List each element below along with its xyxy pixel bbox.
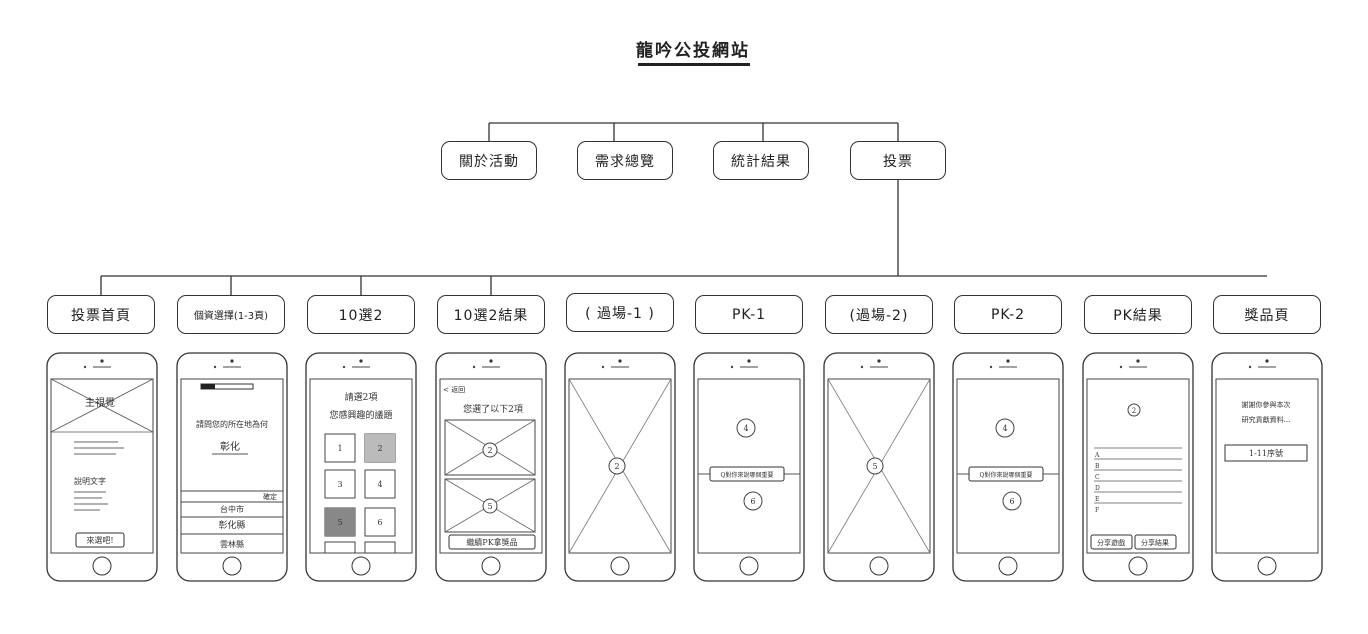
back-label: < 返回 xyxy=(443,386,465,394)
result-heading: 您選了以下2項 xyxy=(463,403,523,415)
title-underline xyxy=(638,63,750,66)
node-vote: 投票 xyxy=(850,141,946,180)
page-node-vote-home: 投票首頁 xyxy=(47,295,155,334)
rank-row: A xyxy=(1094,452,1100,459)
pick-line2: 您感興趣的議題 xyxy=(329,409,392,421)
rank-row: E xyxy=(1095,496,1099,503)
phone-sketch-pk-2: 4 Q對你來說哪個重要 6 xyxy=(952,352,1064,582)
page-node-profile: 個資選擇(1-3頁) xyxy=(177,295,285,334)
number-label: 5 xyxy=(872,462,877,471)
phone-sketch-pick: 請選2項 您感興趣的議題 1 2 3 4 5 6 xyxy=(305,352,417,582)
option-label: 彰化縣 xyxy=(218,519,245,531)
page-node-transition-2: (過場-2) xyxy=(825,295,933,334)
node-label: 10選2 xyxy=(338,307,384,324)
node-label: 需求總覽 xyxy=(595,153,655,170)
question-label: 請問您的所在地為何 xyxy=(196,419,268,429)
phone-sketch-profile: 請問您的所在地為何 彰化 確定 台中市 彰化縣 雲林縣 xyxy=(176,352,288,582)
node-label: PK-2 xyxy=(990,306,1026,323)
node-label: 關於活動 xyxy=(459,153,519,170)
option-b-label: 6 xyxy=(1009,497,1014,506)
node-requirements: 需求總覽 xyxy=(577,141,673,180)
node-label: 10選2結果 xyxy=(453,307,529,324)
node-statistics: 統計結果 xyxy=(713,141,809,180)
node-about: 關於活動 xyxy=(441,141,537,180)
cell-label: 1 xyxy=(337,444,342,453)
rank-row: C xyxy=(1095,474,1100,481)
pick-line1: 請選2項 xyxy=(345,391,378,403)
node-label: 投票 xyxy=(883,153,913,170)
node-label: 獎品頁 xyxy=(1244,307,1290,324)
cell-label: 2 xyxy=(377,444,382,453)
answer-label: 彰化 xyxy=(220,440,240,453)
phone-sketch-pick-result: < 返回 您選了以下2項 2 5 繼續PK拿獎品 xyxy=(435,352,547,582)
rank-row: D xyxy=(1095,485,1100,492)
vs-question: Q對你來說哪個重要 xyxy=(980,471,1033,479)
desc-label: 說明文字 xyxy=(74,476,106,486)
page-node-pk-result: PK結果 xyxy=(1084,295,1192,334)
phone-sketch-pk-result: 2 A B C D E F 分享遊戲 分享結果 xyxy=(1082,352,1194,582)
option-a-label: 4 xyxy=(743,424,748,433)
selected-label: 2 xyxy=(487,446,492,455)
phone-sketch-pk-1: 4 Q對你來說哪個重要 6 xyxy=(693,352,805,582)
page-node-prize: 獎品頁 xyxy=(1213,295,1321,334)
option-b-label: 6 xyxy=(750,497,755,506)
option-label: 台中市 xyxy=(220,504,244,514)
phone-sketch-transition-2: 5 xyxy=(823,352,935,582)
number-label: 2 xyxy=(614,462,619,471)
node-label: PK-1 xyxy=(731,306,767,323)
node-label: PK結果 xyxy=(1113,307,1163,324)
hero-label: 主視覺 xyxy=(85,396,115,409)
cell-label: 3 xyxy=(337,480,342,489)
top-pick-label: 2 xyxy=(1132,407,1136,415)
page-node-pick: 10選2 xyxy=(307,295,415,334)
confirm-label: 確定 xyxy=(263,492,277,501)
node-label: 個資選擇(1-3頁) xyxy=(193,311,269,322)
vs-question: Q對你來說哪個重要 xyxy=(721,471,774,479)
rank-row: F xyxy=(1095,507,1099,514)
node-label: ( 過場-1 ) xyxy=(585,305,655,322)
share-game-label: 分享遊戲 xyxy=(1097,538,1125,547)
continue-label: 繼續PK拿獎品 xyxy=(466,537,517,547)
cta-label: 來選吧! xyxy=(86,535,113,545)
node-label: (過場-2) xyxy=(849,307,909,324)
rank-row: B xyxy=(1095,463,1100,470)
phone-sketch-home: 主視覺 說明文字 來選吧! xyxy=(46,352,158,582)
node-label: 投票首頁 xyxy=(71,307,131,324)
option-label: 雲林縣 xyxy=(220,539,244,549)
cell-label: 5 xyxy=(337,518,342,527)
selected-label: 5 xyxy=(487,502,492,511)
node-label: 統計結果 xyxy=(731,153,791,170)
option-a-label: 4 xyxy=(1002,424,1007,433)
serial-label: 1-11序號 xyxy=(1249,448,1283,458)
thanks-line1: 謝謝你參與本次 xyxy=(1242,400,1291,409)
thanks-line2: 研究貢獻資料... xyxy=(1242,415,1291,424)
share-result-label: 分享結果 xyxy=(1141,538,1169,547)
phone-sketch-transition-1: 2 xyxy=(564,352,676,582)
cell-label: 4 xyxy=(377,480,382,489)
page-node-pk-1: PK-1 xyxy=(695,295,803,334)
diagram-title: 龍吟公投網站 xyxy=(636,41,750,61)
page-node-pick-result: 10選2結果 xyxy=(437,295,545,334)
page-node-pk-2: PK-2 xyxy=(954,295,1062,334)
cell-label: 6 xyxy=(377,518,382,527)
page-node-transition-1: ( 過場-1 ) xyxy=(566,293,674,332)
phone-sketch-prize: 謝謝你參與本次 研究貢獻資料... 1-11序號 xyxy=(1211,352,1323,582)
